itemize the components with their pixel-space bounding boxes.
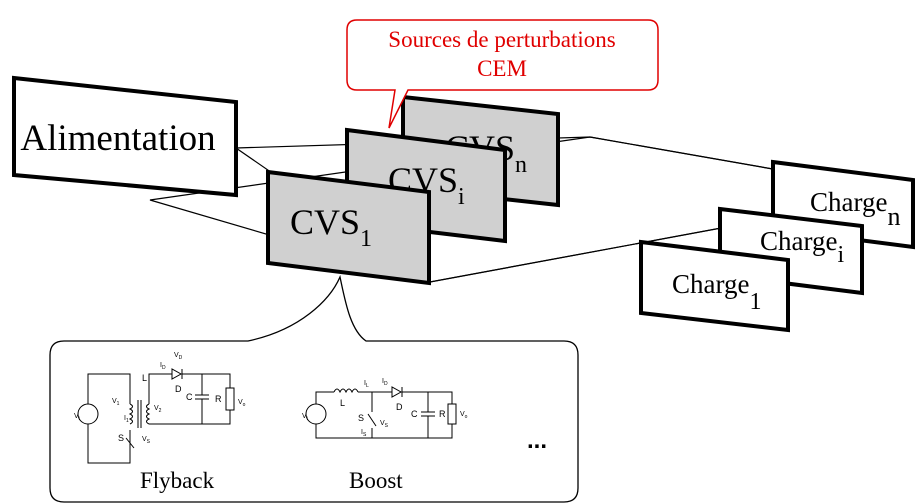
svg-text:V2: V2 — [154, 405, 162, 414]
cvs-1-subscript: 1 — [360, 226, 372, 252]
boost-inductor-icon — [333, 388, 359, 394]
svg-text:D: D — [396, 402, 403, 412]
cvs-1-label: CVS — [290, 202, 360, 242]
charge-1-label: Charge — [672, 269, 749, 299]
svg-text:VD: VD — [174, 352, 183, 361]
charge-i-label: Charge — [760, 226, 837, 256]
svg-text:IS: IS — [361, 429, 367, 438]
callout-bubble — [346, 19, 659, 129]
svg-text:Charge1: Charge1 — [672, 269, 761, 315]
svg-text:Chargen: Chargen — [810, 187, 900, 231]
svg-text:D: D — [175, 384, 182, 394]
more-topologies-ellipsis: ... — [527, 427, 547, 454]
svg-text:L: L — [340, 398, 345, 408]
callout-line2: CEM — [477, 56, 527, 81]
svg-text:VS: VS — [142, 436, 151, 445]
svg-text:L: L — [142, 373, 147, 383]
cvs-n-subscript: n — [515, 152, 527, 178]
emc-callout: Sources de perturbations CEM — [346, 19, 659, 129]
svg-text:Vi: Vi — [302, 413, 308, 422]
cvs-1-block: CVS1 — [266, 169, 431, 286]
flyback-secondary-icon — [146, 403, 151, 425]
svg-text:Vo: Vo — [238, 399, 246, 408]
boost-circuit: Vi L IL ID D C R Vo S VS IS — [302, 378, 468, 439]
charge-n-label: Charge — [810, 187, 887, 217]
callout-line1: Sources de perturbations — [388, 27, 615, 52]
svg-text:ID: ID — [382, 378, 388, 387]
svg-text:Vo: Vo — [460, 411, 468, 420]
cvs-i-subscript: i — [458, 184, 465, 210]
charge-i-subscript: i — [837, 242, 844, 268]
boost-switch-icon — [367, 413, 377, 427]
svg-text:R: R — [215, 394, 222, 404]
boost-label: Boost — [349, 468, 403, 493]
svg-text:R: R — [439, 409, 446, 419]
svg-text:CVS1: CVS1 — [290, 202, 372, 252]
svg-text:C: C — [186, 392, 193, 402]
charge-1-subscript: 1 — [749, 289, 761, 315]
charge-n-subscript: n — [887, 202, 900, 231]
svg-text:C: C — [411, 409, 418, 419]
svg-text:VS: VS — [380, 420, 389, 429]
topology-zoom: Vi V1 V2 I1 VD ID L D C R Vo S VS Flybac… — [49, 274, 579, 503]
alimentation-block: Alimentation — [12, 75, 238, 198]
flyback-resistor-icon — [225, 387, 235, 411]
zoom-box — [49, 274, 579, 503]
svg-text:Vi: Vi — [74, 413, 80, 422]
svg-text:S: S — [118, 433, 124, 443]
boost-resistor-icon — [447, 403, 457, 425]
svg-text:ID: ID — [160, 362, 166, 371]
svg-text:S: S — [358, 413, 364, 423]
svg-text:V1: V1 — [112, 398, 120, 407]
svg-text:IL: IL — [364, 380, 369, 389]
flyback-primary-icon — [128, 403, 133, 425]
svg-text:I1: I1 — [124, 415, 129, 424]
flyback-switch-icon — [125, 437, 135, 449]
svg-text:Chargei: Chargei — [760, 226, 844, 268]
charge-1-block: Charge1 — [639, 239, 790, 333]
boost-diode-icon — [391, 386, 403, 398]
alimentation-label: Alimentation — [20, 118, 215, 159]
flyback-diode-icon — [171, 368, 183, 380]
flyback-circuit: Vi V1 V2 I1 VD ID L D C R Vo S VS — [74, 352, 246, 464]
flyback-label: Flyback — [140, 468, 215, 493]
